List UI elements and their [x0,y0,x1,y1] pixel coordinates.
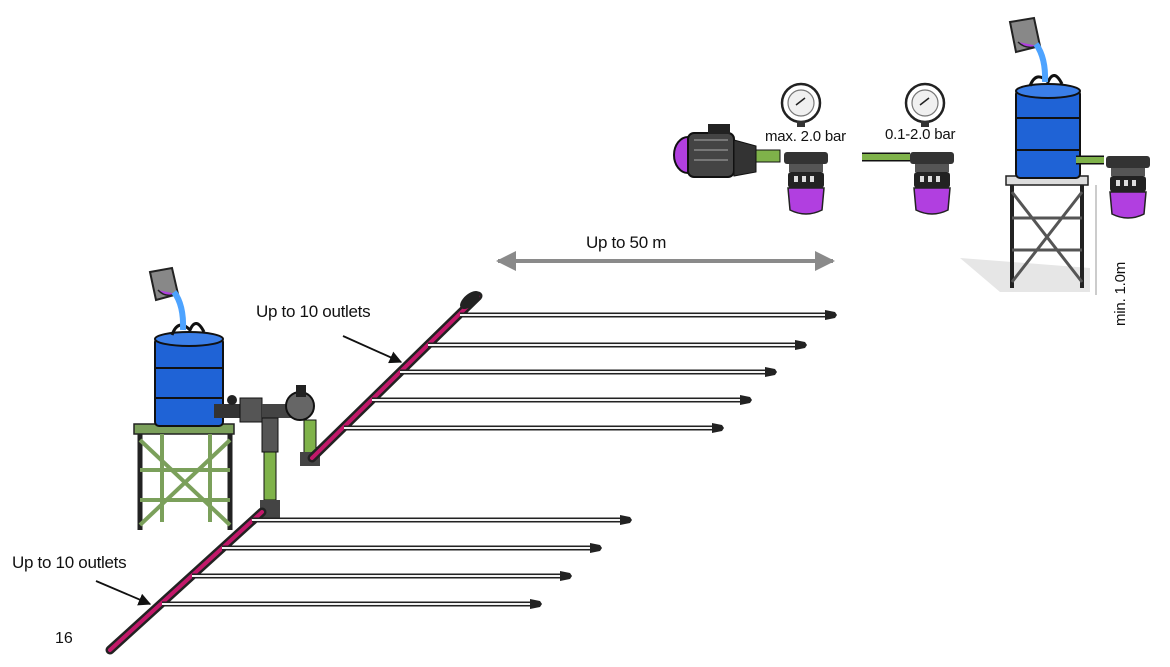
filter-icon [909,151,955,215]
pump-icon [673,124,781,178]
pressure-gauge-icon [780,82,822,129]
outlets-top-arrow [342,335,403,364]
min-height-label: min. 1.0m [1112,261,1129,326]
main-pipe-bottom [105,507,267,655]
right-barrel-icon [1015,74,1081,179]
left-stand-icon [133,423,235,530]
filter-icon [1105,155,1151,219]
pump-pressure-label: max. 2.0 bar [765,128,846,145]
right-stand-icon [960,175,1090,292]
distance-label: Up to 50 m [586,233,667,252]
outlets-bottom-arrow [95,580,152,606]
filter-icon [783,151,829,215]
left-bucket-icon [148,266,187,331]
outlets-top-label: Up to 10 outlets [256,302,371,321]
outlets-bottom-label: Up to 10 outlets [12,553,127,572]
pressure-gauge-icon [904,82,946,129]
main-pipe-top [307,291,483,463]
laterals-bottom [162,515,632,609]
right-bucket-icon [1008,16,1049,83]
laterals-top [344,310,837,433]
filter-pressure-label: 0.1-2.0 bar [885,126,956,143]
left-barrel-icon [154,322,224,427]
page-number: 16 [55,630,73,647]
